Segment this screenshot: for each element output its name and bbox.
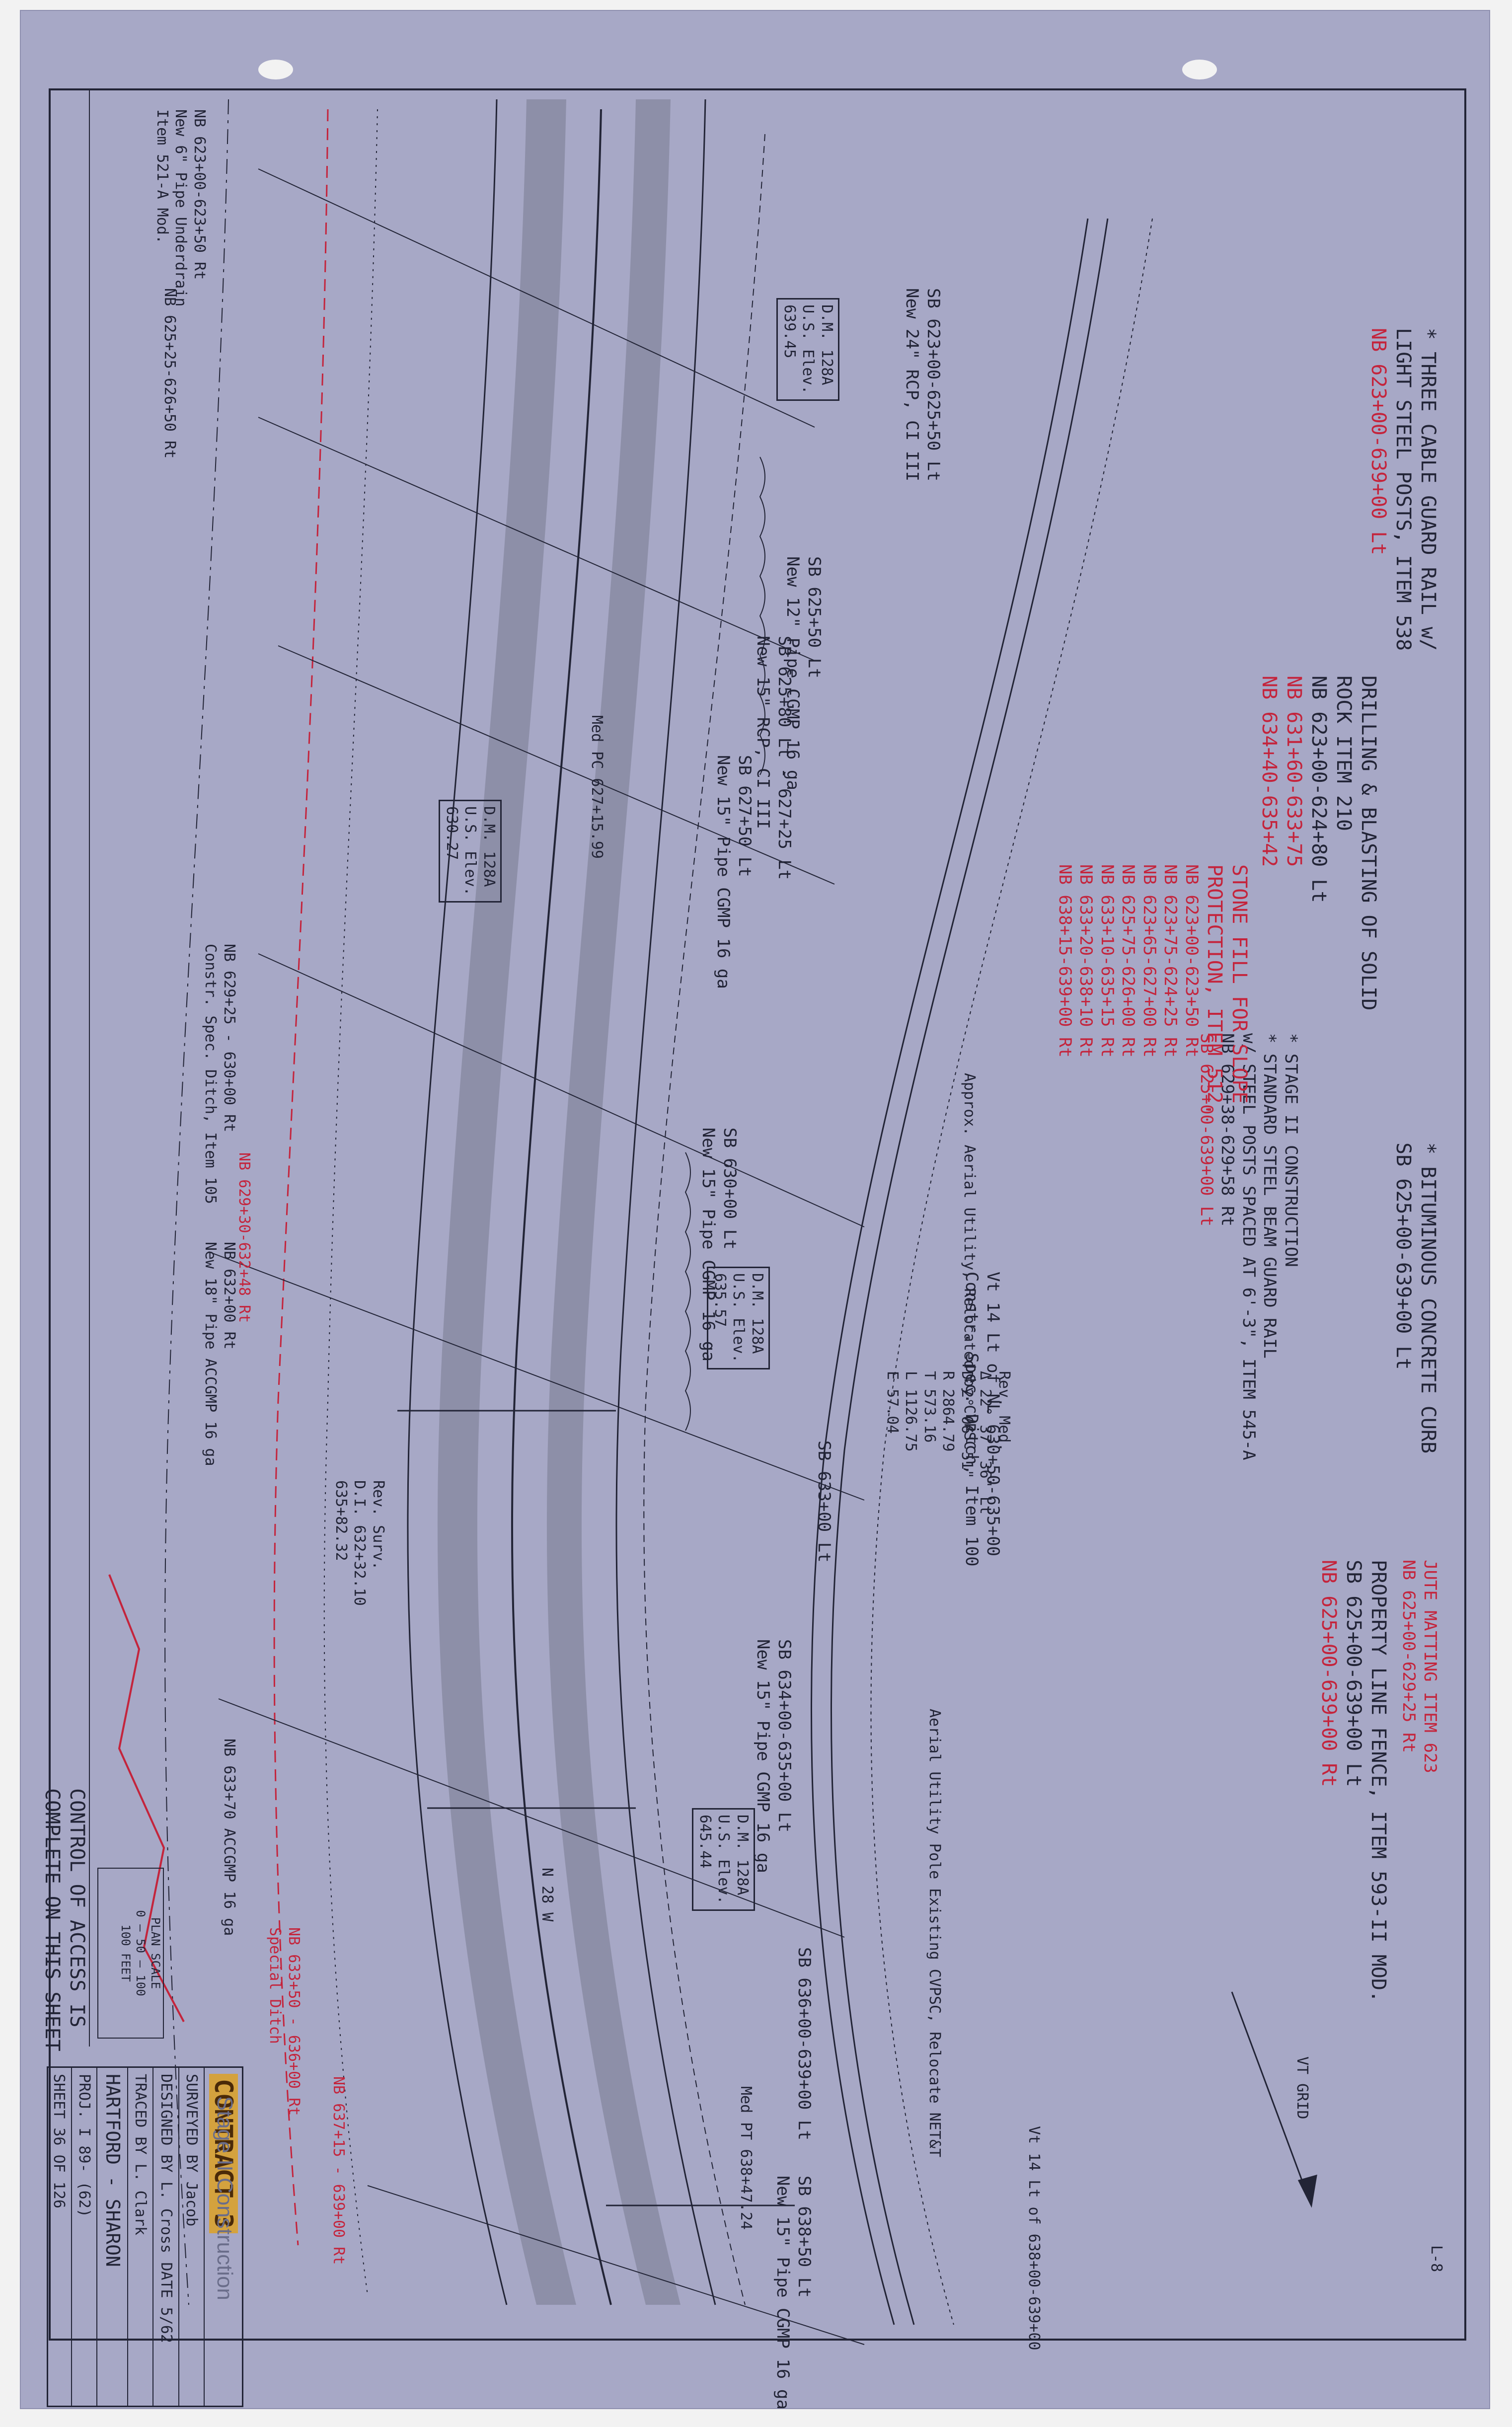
surveyed-by-label: SURVEYED BY	[183, 2074, 201, 2173]
median-centerline	[511, 109, 612, 2305]
guard-rail-note: * THREE CABLE GUARD RAIL w/ LIGHT STEEL …	[1367, 328, 1439, 651]
project-name: HARTFORD - SHARON	[96, 2068, 127, 2406]
shoulder-left	[437, 99, 576, 2305]
fill-slope-scallop	[684, 456, 765, 1431]
sheet-label: SHEET	[50, 2074, 68, 2119]
callout-nb-623: NB 623+00-623+50 Rt New 6" Pipe Underdra…	[153, 109, 208, 307]
designed-by-label: DESIGNED BY	[157, 2074, 175, 2173]
fence-note: PROPERTY LINE FENCE, ITEM 593-II MOD. SB…	[1317, 1560, 1390, 2003]
callout-vt-14-end: Vt 14 Lt of 638+00-639+00	[1025, 2126, 1043, 2351]
leader-4	[258, 953, 865, 1227]
dm-box-4: D.M. 128A U.S. Elev. 645.44	[692, 1808, 755, 1911]
leader-6	[218, 1698, 845, 1938]
callout-nb-625: NB 625+25-626+50 Rt	[161, 288, 178, 459]
sheet-corner-label: L-8	[1428, 2245, 1445, 2273]
bearing-label: N 28 W	[538, 1868, 556, 1922]
roadway-edge-left	[407, 99, 508, 2305]
control-access-note: CONTROL OF ACCESS IS COMPLETE ON THIS SH…	[41, 1788, 88, 2051]
slope-stake-line	[323, 109, 378, 2295]
jute-note: JUTE MATTING ITEM 623 NB 625+00-629+25 R…	[1399, 1560, 1440, 1773]
dm-box-3: D.M. 128A U.S. Elev. 635.57	[707, 1267, 770, 1369]
surveyed-by-value: Jacob	[183, 2181, 201, 2227]
sheet-total: 126	[50, 2181, 68, 2208]
rail-line-2	[831, 218, 1109, 2325]
roadway-edge-right	[615, 99, 716, 2305]
stage-label: Stage II Construction	[213, 2096, 237, 2300]
drilling-note: DRILLING & BLASTING OF SOLID ROCK ITEM 2…	[1258, 676, 1380, 1011]
leader-2	[258, 417, 815, 661]
callout-nb-637: NB 637+15 - 639+00 Rt	[330, 2076, 347, 2265]
vt-grid-label: VT GRID	[1293, 2056, 1311, 2120]
of-label: OF	[50, 2154, 68, 2173]
callout-sb-626: SB 625+80 Lt - 627+25 Lt New 15" RCP, CI…	[753, 636, 795, 880]
callout-nb-632: NB 632+00 Rt New 18" Pipe ACCGMP 16 ga	[202, 1242, 238, 1466]
callout-sb-636: SB 636+00-639+00 Lt	[794, 1947, 814, 2140]
slope-toe-right	[643, 134, 765, 2305]
punch-hole-right	[1182, 60, 1217, 79]
dm-box-1: D.M. 128A U.S. Elev. 639.45	[776, 298, 839, 401]
rail-line-1	[811, 218, 1089, 2325]
punch-hole-left	[258, 60, 293, 79]
rail-line-3	[870, 218, 1153, 2325]
shoulder-right	[546, 99, 680, 2305]
callout-sb-633: SB 633+00 Lt	[814, 1441, 834, 1563]
callout-aerial-utility: Aerial Utility Pole Existing CVPSC, Relo…	[926, 1709, 943, 2158]
callout-nb-633: NB 633+70 ACCGMP 16 ga	[221, 1739, 238, 1936]
stone-fill-note: STONE FILL FOR SLOPE PROTECTION, ITEM 51…	[1055, 864, 1251, 1116]
sheet-number: 36	[50, 2127, 68, 2146]
callout-med-pc: Med PC 627+15.99	[588, 715, 605, 859]
leader-7	[367, 2185, 865, 2345]
sheet-border	[49, 88, 1466, 2341]
traced-by-label: TRACED BY	[132, 2074, 150, 2155]
callout-rev-surv: Rev. Surv. D.I. 632+32.10 635+82.32	[332, 1480, 387, 1606]
red-drain-sketch	[108, 1574, 185, 2022]
curve-data: Rev. Med. Δ 22° 37' 36" Lt D 2° 06' 51" …	[884, 1371, 1013, 1515]
north-arrow	[1231, 1991, 1317, 2208]
project-number-value: (62)	[76, 2181, 93, 2217]
leader-3	[278, 645, 835, 885]
dm-box-2: D.M. 128A U.S. Elev. 630.27	[439, 800, 502, 903]
plan-scale-box: PLAN SCALE 0 — 50 — 100 100 FEET	[97, 1868, 164, 2039]
leader-1	[258, 168, 815, 428]
curb-note: * BITUMINOUS CONCRETE CURB SB 625+00-639…	[1392, 1142, 1439, 1454]
leader-5	[208, 1251, 865, 1501]
row-line-left	[164, 99, 229, 2305]
callout-nb-629: NB 629+25 - 630+00 Rt Constr. Spec. Ditc…	[202, 944, 238, 1204]
callout-med-pt: Med PT 638+47.24	[737, 2086, 755, 2230]
traced-by-value: L. Clark	[132, 2163, 150, 2236]
callout-sb-627: SB 627+50 Lt New 15" Pipe CGMP 16 ga	[713, 755, 755, 989]
project-number-label: PROJ. I 89-	[76, 2074, 93, 2173]
date-label: DATE	[157, 2262, 175, 2298]
ditch-left-red	[273, 109, 329, 2246]
drawing-sheet: * THREE CABLE GUARD RAIL w/ LIGHT STEEL …	[20, 10, 1490, 2410]
plan-linework	[49, 88, 1466, 2345]
designed-by-value: L. Cross	[157, 2181, 175, 2254]
callout-sb-638: SB 638+50 Lt New 15" Pipe CGMP 16 ga	[773, 2176, 815, 2410]
date-value: 5/62	[157, 2307, 175, 2343]
callout-sb-634: SB 634+00-635+00 Lt New 15" Pipe CGMP 16…	[753, 1639, 795, 1873]
callout-nb-633-50: NB 633+50 - 636+00 Rt Special Ditch	[266, 1927, 303, 2116]
callout-sb-623: SB 623+00-625+50 Lt New 24" RCP, CI III	[902, 288, 944, 481]
